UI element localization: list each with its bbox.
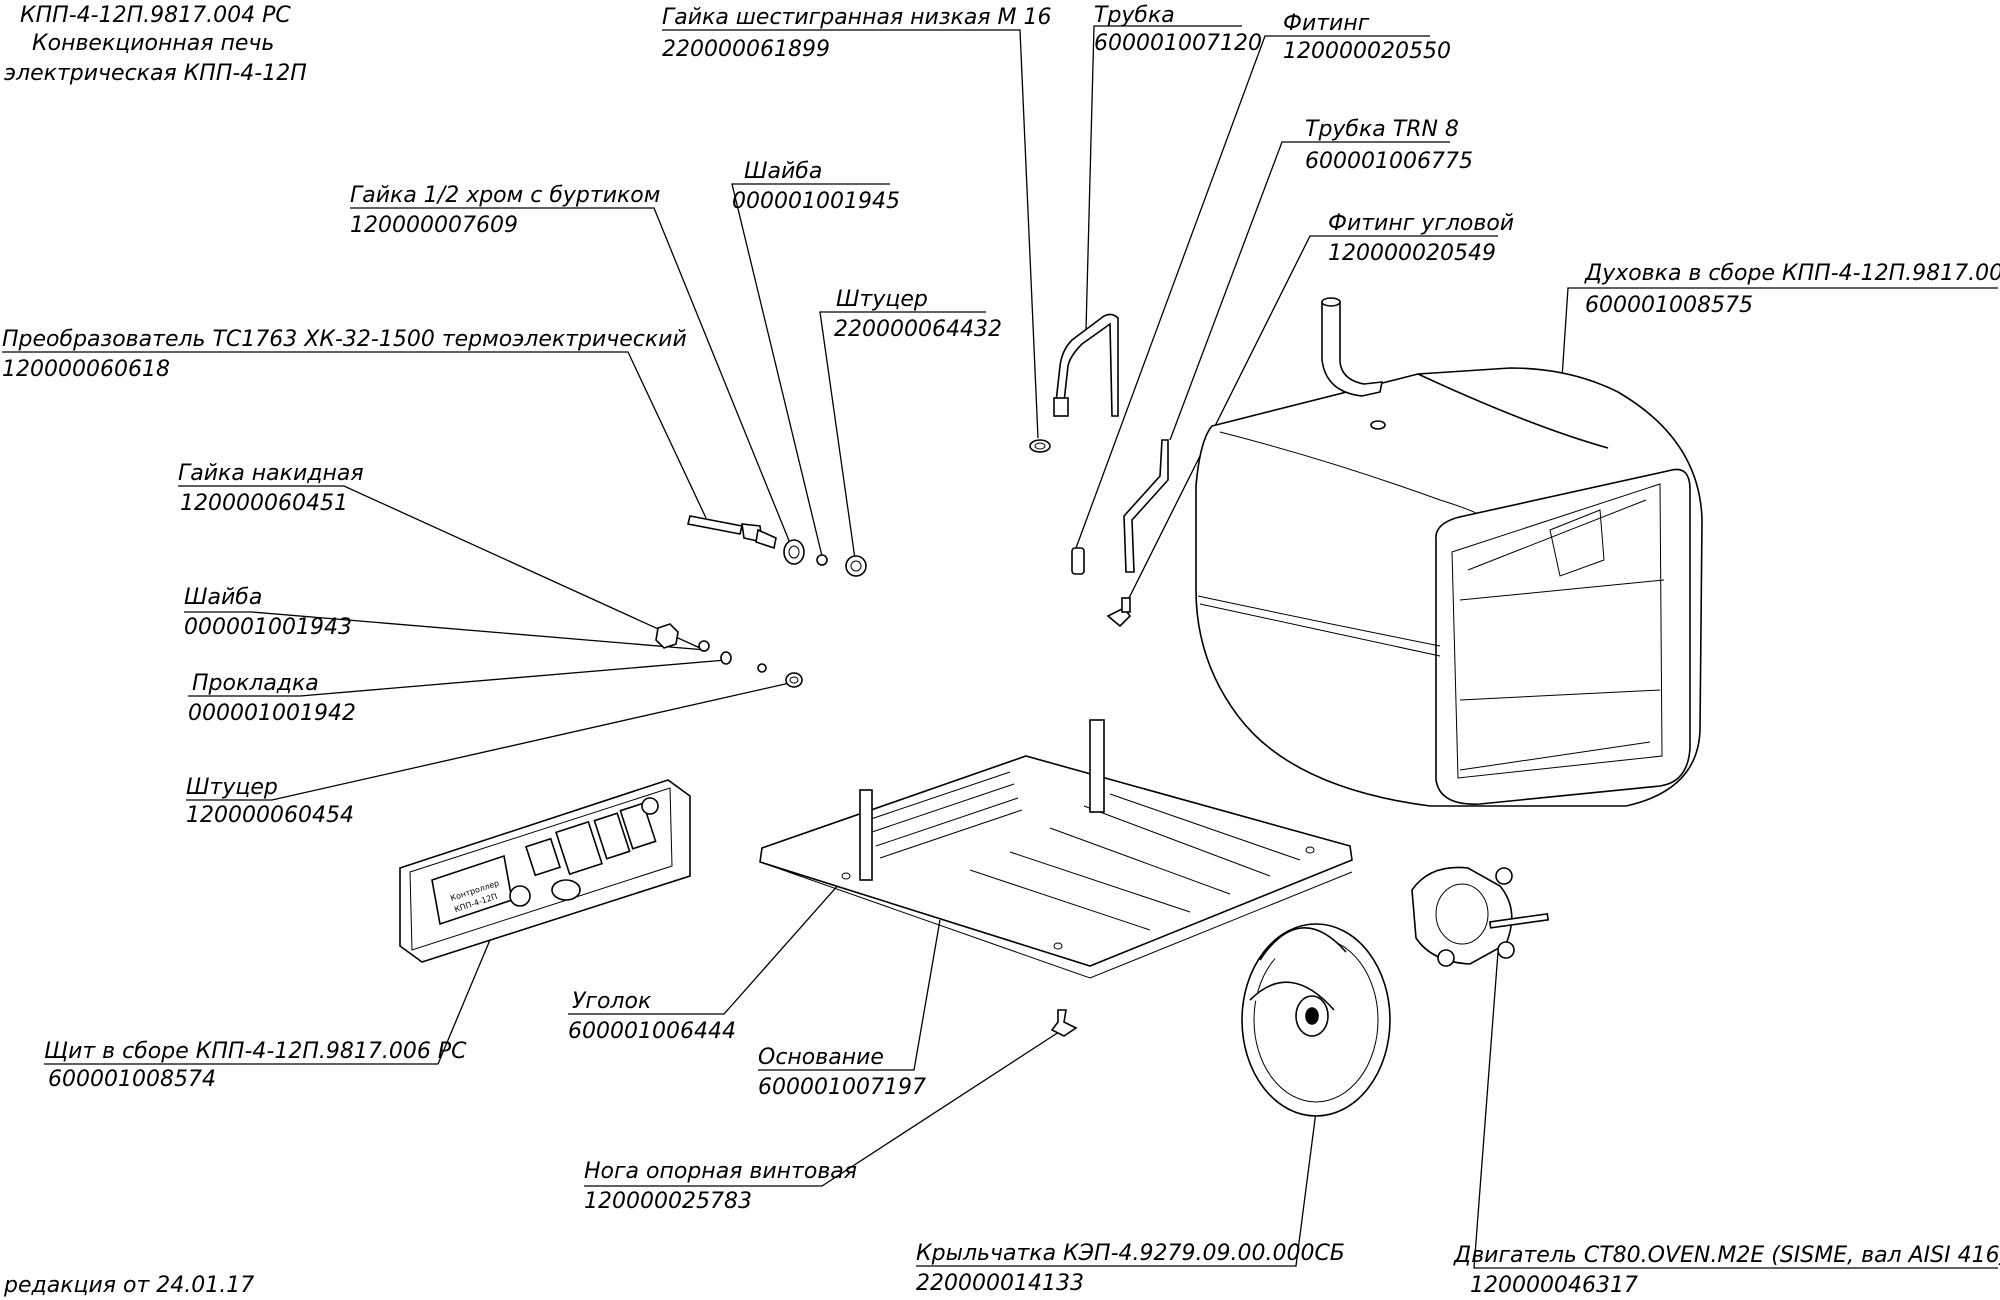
base-drawing — [759, 719, 1353, 979]
label-motor[interactable]: Двигатель CT80.OVEN.M2E (SISME, вал AISI… — [1453, 951, 2000, 1298]
label-corner[interactable]: Уголок 600001006444 — [568, 873, 849, 1044]
part-name: Преобразователь ТС1763 ХК-32-1500 термоэ… — [2, 327, 687, 352]
part-name: Основание — [758, 1045, 884, 1070]
part-name: Шайба — [184, 585, 262, 610]
union-64432-drawing — [845, 555, 867, 577]
part-name: Трубка — [1094, 3, 1175, 28]
label-impeller[interactable]: Крыльчатка КЭП-4.9279.09.00.000СБ 220000… — [916, 1095, 1345, 1296]
part-code: 000001001943 — [184, 615, 352, 640]
part-code: 120000020550 — [1283, 39, 1451, 64]
document-subtitle: электрическая КПП-4-12П — [4, 61, 307, 86]
part-code: 000001001945 — [732, 189, 900, 214]
foot-screw-drawing — [1050, 1009, 1078, 1037]
part-code: 120000046317 — [1470, 1273, 1638, 1298]
part-name: Фитинг — [1283, 11, 1370, 36]
thermocouple-drawing — [687, 515, 777, 550]
header: КПП-4-12П.9817.004 РС Конвекционная печь… — [4, 3, 307, 86]
label-fitting[interactable]: Фитинг 120000020550 — [1075, 11, 1451, 549]
part-code: 600001007197 — [758, 1075, 926, 1100]
part-name: Шайба — [744, 159, 822, 184]
part-name: Трубка TRN 8 — [1305, 117, 1459, 142]
label-washer-1943[interactable]: Шайба 000001001943 — [184, 585, 707, 651]
part-name: Фитинг угловой — [1328, 211, 1514, 236]
nut-chrome-drawing — [783, 539, 805, 565]
part-name: Штуцер — [836, 287, 928, 312]
label-tube[interactable]: Трубка 600001007120 — [1085, 3, 1262, 331]
part-code: 120000060451 — [180, 491, 348, 516]
fitting-angle-drawing — [1106, 597, 1132, 628]
washer-1945-drawing — [816, 554, 828, 566]
part-code: 120000060618 — [2, 357, 170, 382]
part-name: Щит в сборе КПП-4-12П.9817.006 РС — [44, 1039, 467, 1064]
revision-date: редакция от 24.01.17 — [3, 1273, 254, 1298]
nut-cap-drawing — [655, 623, 679, 649]
part-name: Крыльчатка КЭП-4.9279.09.00.000СБ — [916, 1241, 1345, 1266]
label-nut-hex-low[interactable]: Гайка шестигранная низкая М 16 220000061… — [662, 5, 1052, 439]
label-washer-1945[interactable]: Шайба 000001001945 — [731, 159, 900, 557]
part-name: Гайка шестигранная низкая М 16 — [662, 5, 1052, 30]
part-code: 600001008574 — [48, 1067, 216, 1092]
part-name: Уголок — [572, 989, 652, 1014]
label-foot-screw[interactable]: Нога опорная винтовая 120000025783 — [584, 1029, 1063, 1214]
union-60454-drawing-small — [757, 663, 767, 673]
label-thermocouple[interactable]: Преобразователь ТС1763 ХК-32-1500 термоэ… — [2, 327, 707, 519]
part-code: 120000060454 — [186, 803, 354, 828]
label-tube-trn8[interactable]: Трубка TRN 8 600001006775 — [1169, 117, 1473, 441]
part-code: 600001006775 — [1305, 149, 1473, 174]
document-code: КПП-4-12П.9817.004 РС — [20, 3, 291, 28]
part-code: 120000020549 — [1328, 241, 1496, 266]
fitting-drawing — [1071, 547, 1085, 575]
nut-hex-low-drawing — [1029, 439, 1051, 453]
gasket-drawing — [720, 651, 732, 665]
part-code: 600001006444 — [568, 1019, 736, 1044]
label-union-60454[interactable]: Штуцер 120000060454 — [186, 681, 795, 828]
part-code: 600001007120 — [1094, 31, 1262, 56]
label-base[interactable]: Основание 600001007197 — [758, 919, 941, 1100]
part-code: 120000007609 — [350, 213, 518, 238]
label-union-64432[interactable]: Штуцер 220000064432 — [819, 287, 1002, 567]
motor-drawing — [1411, 866, 1550, 967]
part-name: Прокладка — [192, 671, 319, 696]
label-fitting-angle[interactable]: Фитинг угловой 120000020549 — [1127, 211, 1514, 601]
part-name: Гайка накидная — [178, 461, 364, 486]
part-name: Нога опорная винтовая — [584, 1159, 857, 1184]
part-code: 220000061899 — [662, 37, 830, 62]
panel-assembly-drawing: Контроллер КПП-4-12П — [399, 779, 691, 963]
part-code: 220000014133 — [916, 1271, 1084, 1296]
union-60454-drawing — [785, 672, 803, 688]
part-code: 120000025783 — [584, 1189, 752, 1214]
oven-assembly-drawing — [1195, 297, 1703, 807]
washer-1943-drawing — [698, 640, 710, 652]
label-oven-assembly[interactable]: Духовка в сборе КПП-4-12П.9817.005 РС 60… — [1559, 261, 2000, 409]
label-gasket[interactable]: Прокладка 000001001942 — [188, 659, 727, 726]
impeller-drawing — [1241, 923, 1391, 1117]
part-code: 220000064432 — [834, 317, 1002, 342]
tube-drawing — [1053, 313, 1119, 417]
document-title: Конвекционная печь — [32, 31, 274, 56]
label-panel-assembly[interactable]: Щит в сборе КПП-4-12П.9817.006 РС 600001… — [44, 915, 501, 1092]
part-name: Гайка 1/2 хром с буртиком — [350, 183, 660, 208]
part-name: Штуцер — [186, 775, 278, 800]
part-code: 600001008575 — [1585, 293, 1753, 318]
part-name: Двигатель CT80.OVEN.M2E (SISME, вал AISI… — [1453, 1243, 2000, 1268]
tube-trn8-drawing — [1123, 439, 1169, 573]
label-nut-chrome[interactable]: Гайка 1/2 хром с буртиком 120000007609 — [350, 183, 793, 549]
part-code: 000001001942 — [188, 701, 356, 726]
part-name: Духовка в сборе КПП-4-12П.9817.005 РС — [1584, 261, 2000, 286]
label-nut-cap[interactable]: Гайка накидная 120000060451 — [178, 461, 701, 649]
